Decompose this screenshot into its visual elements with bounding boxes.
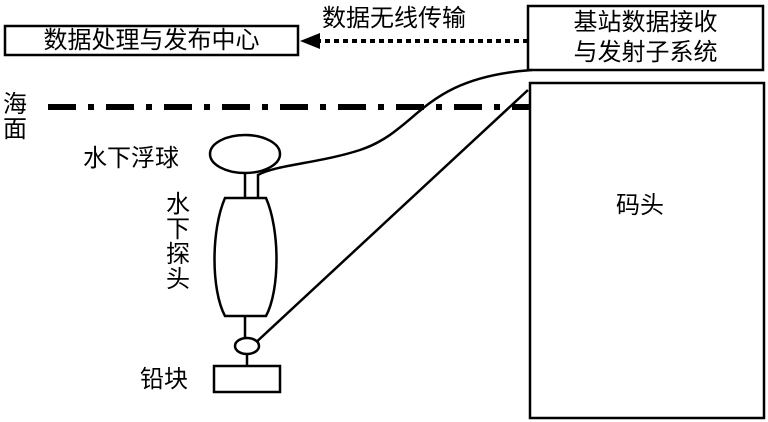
signal-cable — [256, 68, 533, 198]
mooring-line — [251, 89, 529, 347]
transmission-label: 数据无线传输 — [322, 4, 466, 32]
arrowhead-icon — [300, 33, 320, 49]
base-station-label-line2: 与发射子系统 — [573, 38, 718, 66]
processing-center-label: 数据处理与发布中心 — [43, 26, 260, 54]
probe-label: 水下探头 — [166, 190, 190, 293]
base-station-label-line1: 基站数据接收 — [573, 8, 718, 36]
underwater-probe — [213, 196, 278, 318]
pier-label: 码头 — [616, 191, 664, 219]
shackle-ring — [233, 336, 261, 356]
float-label: 水下浮球 — [83, 144, 179, 172]
base-station-box — [526, 4, 765, 72]
sea-surface-label: 海面 — [3, 90, 27, 143]
weight-label: 铅块 — [140, 365, 188, 393]
underwater-float — [208, 133, 282, 175]
processing-center-box — [3, 24, 300, 57]
lead-weight — [212, 364, 282, 394]
pier-block — [528, 81, 766, 420]
